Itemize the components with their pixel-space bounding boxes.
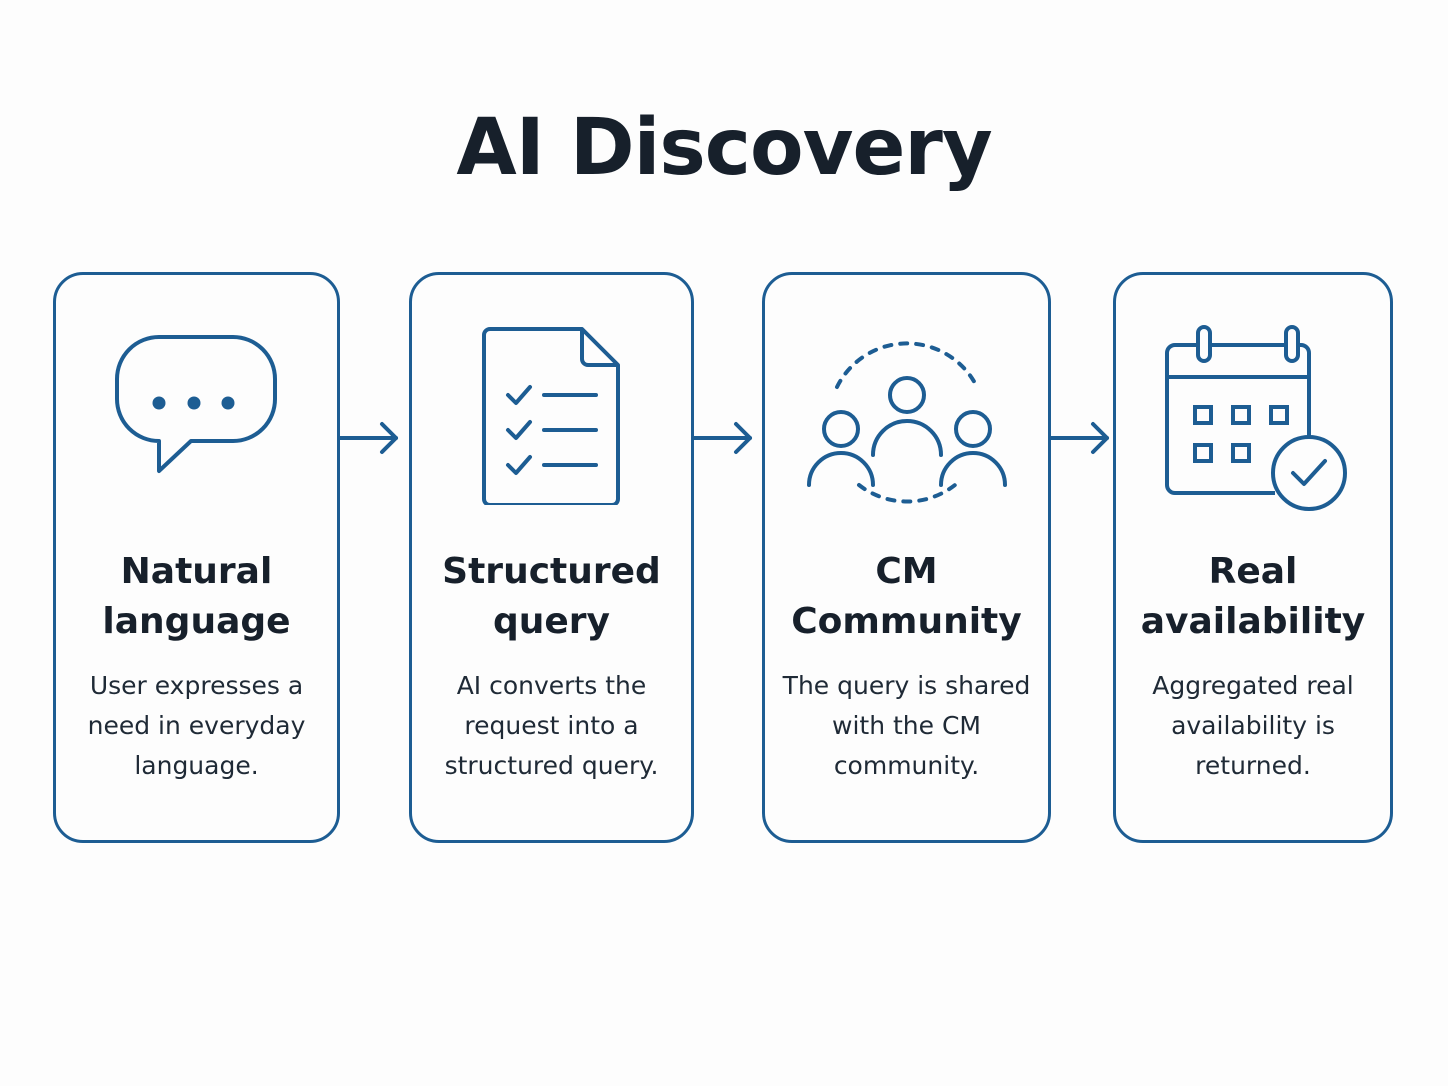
checklist-document-icon bbox=[412, 315, 691, 515]
calendar-check-icon bbox=[1116, 315, 1390, 515]
community-people-icon bbox=[765, 315, 1048, 515]
step-card-structured-query: Structured query AI converts the request… bbox=[409, 272, 694, 843]
step-heading: Natural language bbox=[102, 551, 291, 642]
step-description: Aggregated real availability is returned… bbox=[1152, 671, 1354, 780]
step-card-natural-language: Natural language User expresses a need i… bbox=[53, 272, 340, 843]
arrow-right-icon bbox=[338, 422, 398, 454]
step-heading: CM Community bbox=[791, 551, 1022, 642]
arrow-right-icon bbox=[692, 422, 752, 454]
step-description: User expresses a need in everyday langua… bbox=[87, 671, 306, 780]
diagram-title: AI Discovery bbox=[456, 103, 992, 193]
step-card-cm-community: CM Community The query is shared with th… bbox=[762, 272, 1051, 843]
chat-bubble-icon bbox=[56, 315, 337, 515]
step-heading: Structured query bbox=[442, 551, 661, 642]
step-heading: Real availability bbox=[1140, 551, 1366, 642]
arrow-right-icon bbox=[1049, 422, 1109, 454]
step-description: The query is shared with the CM communit… bbox=[782, 671, 1031, 780]
step-card-real-availability: Real availability Aggregated real availa… bbox=[1113, 272, 1393, 843]
step-description: AI converts the request into a structure… bbox=[444, 671, 659, 780]
